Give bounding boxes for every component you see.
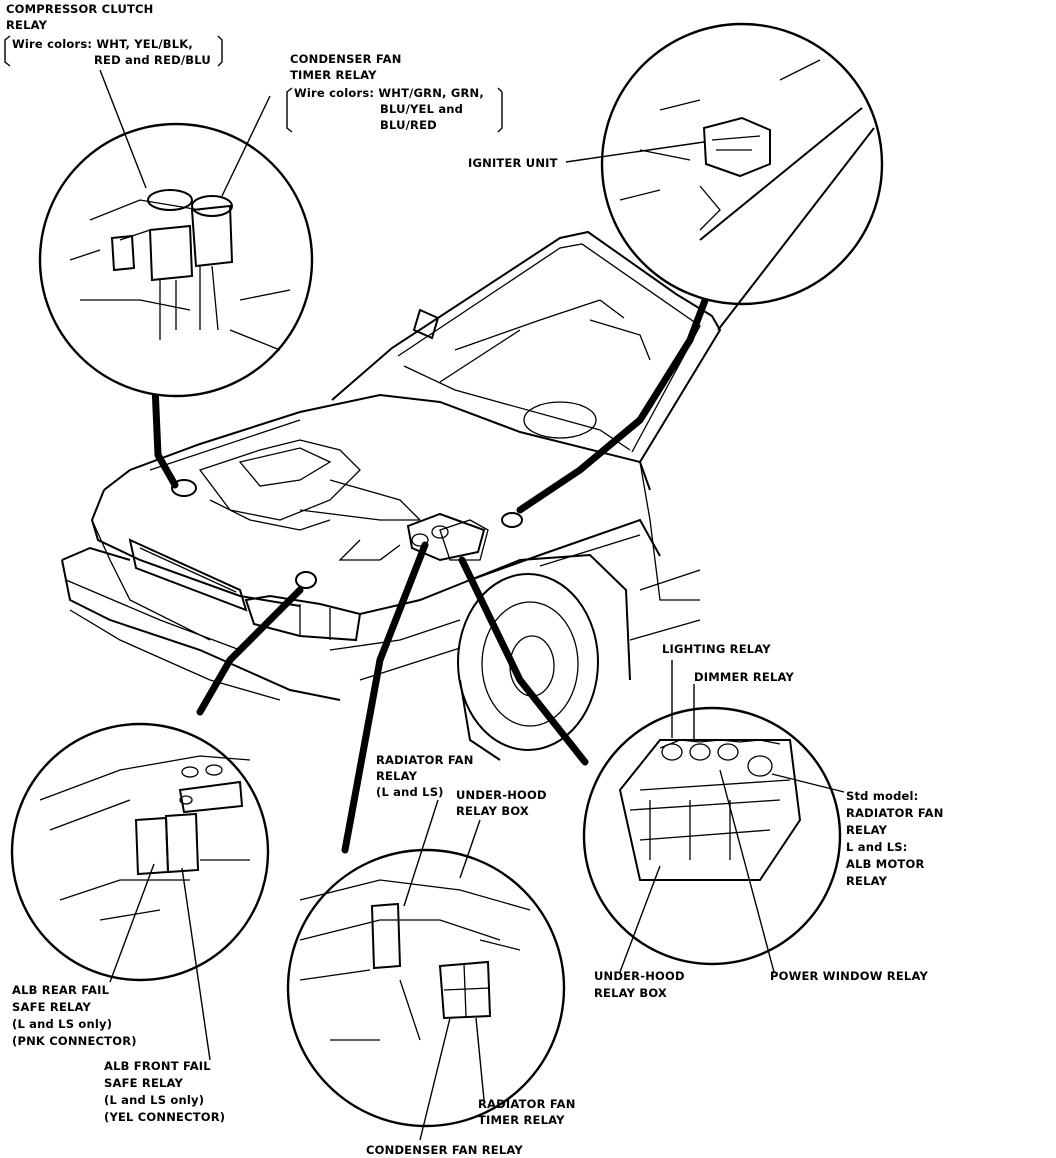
condenser-timer-wire-colors-line: BLU/YEL and (380, 102, 463, 116)
condenser-timer-wire-colors-line: BLU/RED (380, 118, 437, 132)
igniter-unit-line: IGNITER UNIT (468, 156, 558, 170)
condenser-timer-wire-colors-line: Wire colors: WHT/GRN, GRN, (294, 86, 484, 100)
alb-rear-fail-safe-line: ALB REAR FAIL (12, 983, 110, 997)
label-alb-front-fail-safe: ALB FRONT FAIL SAFE RELAY (L and LS only) (… (104, 1059, 225, 1124)
compressor-wire-colors-line: Wire colors: WHT, YEL/BLK, (12, 37, 193, 51)
std-model-radiator-line: RADIATOR FAN (846, 806, 944, 820)
detail-circle-bottom-left (10, 722, 270, 982)
alb-front-fail-safe-line: (L and LS only) (104, 1093, 204, 1107)
label-radiator-fan-relay: RADIATOR FAN RELAY (L and LS) (376, 753, 474, 799)
compressor-wire-colors-line: RED and RED/BLU (94, 53, 211, 67)
condenser-fan-relay-line: CONDENSER FAN RELAY (366, 1143, 523, 1157)
std-model-radiator-line: RELAY (846, 823, 888, 837)
detail-circle-bottom-right (582, 706, 842, 966)
label-condenser-fan-timer-relay: CONDENSER FAN TIMER RELAY (290, 52, 402, 82)
label-power-window-relay: POWER WINDOW RELAY (770, 969, 928, 983)
radiator-fan-relay-line: RADIATOR FAN (376, 753, 474, 767)
std-model-radiator-line: RELAY (846, 874, 888, 888)
label-compressor-clutch-relay: COMPRESSOR CLUTCH RELAY (6, 2, 154, 32)
label-igniter-unit: IGNITER UNIT (468, 156, 558, 170)
alb-rear-fail-safe-line: (PNK CONNECTOR) (12, 1034, 137, 1048)
label-condenser-fan-relay: CONDENSER FAN RELAY (366, 1143, 523, 1157)
std-model-radiator-line: ALB MOTOR (846, 857, 925, 871)
detail-circle-top-left (38, 122, 314, 398)
connector-top-left (151, 382, 179, 489)
wire-color-brackets (4, 35, 503, 133)
alb-rear-fail-safe-line: SAFE RELAY (12, 1000, 92, 1014)
callout-connectors (151, 278, 716, 854)
label-compressor-wire-colors: Wire colors: WHT, YEL/BLK, RED and RED/BL… (12, 37, 211, 67)
label-dimmer-relay: DIMMER RELAY (694, 670, 794, 684)
power-window-relay-line: POWER WINDOW RELAY (770, 969, 928, 983)
label-lighting-relay: LIGHTING RELAY (662, 642, 771, 656)
connector-top-right (516, 278, 716, 514)
compressor-clutch-relay-line: RELAY (6, 18, 48, 32)
detail-circle-bottom-mid (286, 848, 566, 1128)
lighting-relay-line: LIGHTING RELAY (662, 642, 771, 656)
under-hood-relay-box-right-line: RELAY BOX (594, 986, 667, 1000)
condenser-fan-timer-relay-line: CONDENSER FAN (290, 52, 402, 66)
under-hood-relay-box-mid-line: RELAY BOX (456, 804, 529, 818)
text-labels: COMPRESSOR CLUTCH RELAY Wire colors: WHT,… (6, 2, 944, 1157)
connector-bottom-mid (341, 541, 429, 854)
radiator-fan-relay-line: (L and LS) (376, 785, 444, 799)
alb-front-fail-safe-line: SAFE RELAY (104, 1076, 184, 1090)
connector-bottom-left (196, 586, 304, 716)
under-hood-relay-box-mid-line: UNDER-HOOD (456, 788, 547, 802)
leader-lines (99, 69, 845, 1141)
alb-rear-fail-safe-line: (L and LS only) (12, 1017, 112, 1031)
radiator-fan-relay-line: RELAY (376, 769, 418, 783)
label-radiator-fan-timer-relay: RADIATOR FAN TIMER RELAY (478, 1097, 576, 1127)
label-under-hood-relay-box-right: UNDER-HOOD RELAY BOX (594, 969, 685, 1000)
alb-front-fail-safe-line: ALB FRONT FAIL (104, 1059, 211, 1073)
radiator-fan-timer-relay-line: RADIATOR FAN (478, 1097, 576, 1111)
under-hood-relay-box-right-line: UNDER-HOOD (594, 969, 685, 983)
radiator-fan-timer-relay-line: TIMER RELAY (478, 1113, 565, 1127)
alb-front-fail-safe-line: (YEL CONNECTOR) (104, 1110, 225, 1124)
label-std-model-radiator: Std model: RADIATOR FAN RELAY L and LS: ALB … (846, 789, 944, 888)
connector-bottom-right (458, 556, 589, 766)
label-alb-rear-fail-safe: ALB REAR FAIL SAFE RELAY (L and LS only) (P… (12, 983, 137, 1048)
compressor-clutch-relay-line: COMPRESSOR CLUTCH (6, 2, 154, 16)
dimmer-relay-line: DIMMER RELAY (694, 670, 794, 684)
std-model-radiator-line: L and LS: (846, 840, 908, 854)
detail-circle-top-right (600, 22, 884, 331)
std-model-radiator-line: Std model: (846, 789, 918, 803)
label-under-hood-relay-box-mid: UNDER-HOOD RELAY BOX (456, 788, 547, 818)
condenser-fan-timer-relay-line: TIMER RELAY (290, 68, 377, 82)
